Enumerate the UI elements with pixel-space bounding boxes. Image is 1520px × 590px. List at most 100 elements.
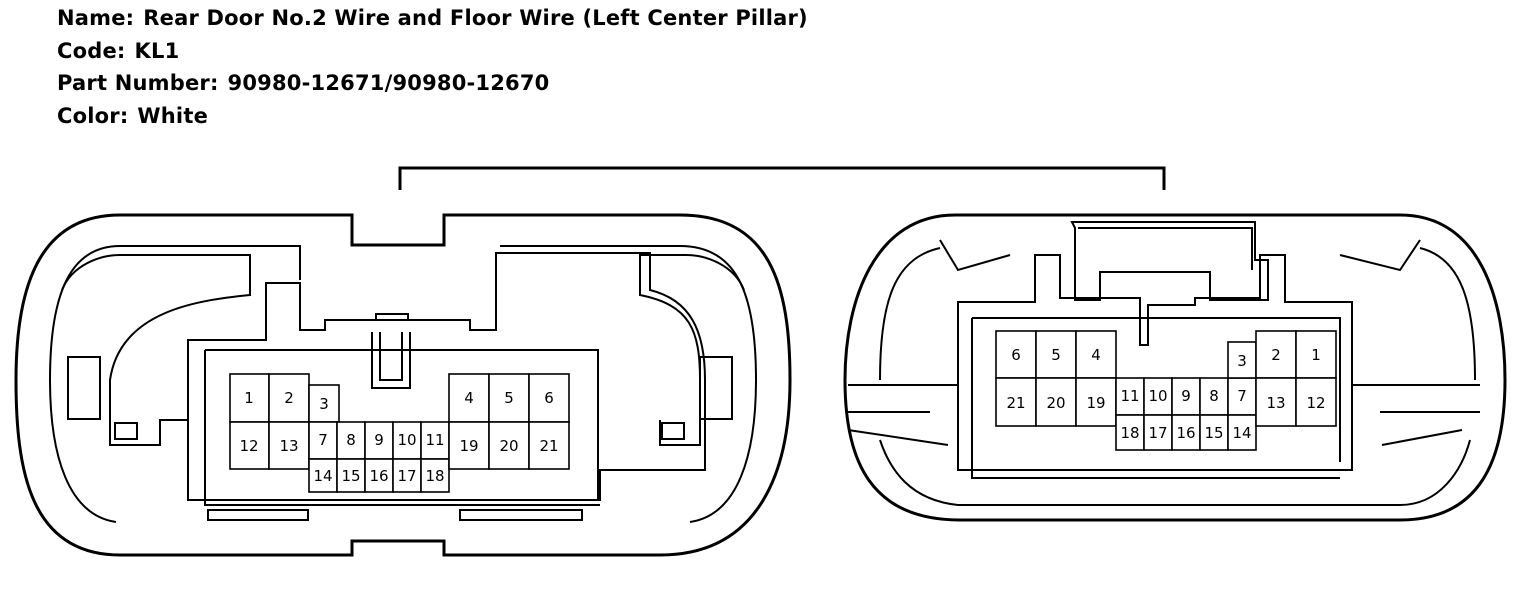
right-rails — [847, 384, 1480, 446]
left-pin-cell-6 — [528, 373, 570, 423]
left-pin-7: 7 — [318, 431, 328, 449]
right-inner-lines — [879, 247, 1476, 506]
right-housing-frame — [957, 254, 1353, 471]
color-label: Color: — [57, 103, 129, 128]
left-housing-frame — [187, 252, 706, 501]
mating-bracket — [398, 166, 1166, 190]
right-pin-10: 10 — [1148, 387, 1167, 405]
left-pin-8: 8 — [346, 431, 356, 449]
right-pin-cell-11 — [1115, 377, 1145, 416]
right-pin-cell-21 — [995, 377, 1037, 427]
connector-info: Name: Rear Door No.2 Wire and Floor Wire … — [57, 2, 808, 132]
right-pin-2: 2 — [1271, 346, 1281, 364]
right-top-latch — [1070, 221, 1269, 301]
right-pin-18: 18 — [1120, 424, 1139, 442]
part-number-row: Part Number: 90980-12671/90980-12670 — [57, 67, 808, 100]
part-number-value: 90980-12671/90980-12670 — [227, 71, 550, 95]
right-pin-8: 8 — [1209, 387, 1219, 405]
left-pins — [229, 373, 570, 493]
left-pin-4: 4 — [464, 389, 474, 407]
left-pin-cell-18 — [420, 458, 450, 493]
left-inner-lines — [48, 245, 758, 523]
left-pin-3: 3 — [319, 395, 329, 413]
left-pin-6: 6 — [544, 389, 554, 407]
left-pin-20: 20 — [499, 437, 518, 455]
right-pin-9: 9 — [1181, 387, 1191, 405]
left-pin-13: 13 — [279, 437, 298, 455]
code-label: Code: — [57, 38, 126, 63]
left-pin-9: 9 — [374, 431, 384, 449]
right-pin-cell-9 — [1171, 377, 1201, 416]
left-pin-19: 19 — [459, 437, 478, 455]
left-pin-cell-20 — [488, 421, 530, 470]
right-pins — [995, 330, 1337, 451]
color-value: White — [137, 103, 209, 128]
left-side-slot-r — [699, 356, 733, 420]
left-lock-bar-r — [459, 509, 583, 521]
right-pin-16: 16 — [1176, 424, 1195, 442]
left-lock-bar-l — [207, 509, 309, 521]
right-pin-14: 14 — [1232, 424, 1251, 442]
left-pin-17: 17 — [397, 467, 416, 485]
left-small-slot-l — [114, 422, 138, 440]
left-connector-outline — [14, 213, 792, 557]
left-pin-cell-13 — [268, 421, 310, 470]
right-pin-cell-13 — [1255, 377, 1297, 427]
right-pin-4: 4 — [1091, 346, 1101, 364]
left-pin-12: 12 — [239, 437, 258, 455]
left-small-slot-r — [661, 422, 685, 440]
right-pin-13: 13 — [1266, 394, 1285, 412]
left-pin-area — [204, 349, 600, 506]
right-pin-7: 7 — [1237, 387, 1247, 405]
left-guide-left — [61, 254, 251, 446]
code-value: KL1 — [134, 38, 180, 63]
left-pin-cell-12 — [229, 421, 270, 470]
left-pin-cell-21 — [528, 421, 570, 470]
left-pin-21: 21 — [539, 437, 558, 455]
name-row: Name: Rear Door No.2 Wire and Floor Wire … — [57, 2, 808, 35]
right-pin-3: 3 — [1237, 352, 1247, 370]
left-side-slot-l — [67, 356, 101, 420]
right-pin-cell-2 — [1255, 330, 1297, 379]
right-pin-cell-12 — [1295, 377, 1337, 427]
part-number-label: Part Number: — [57, 71, 219, 95]
right-pin-5: 5 — [1051, 346, 1061, 364]
left-pin-2: 2 — [284, 389, 294, 407]
left-pin-cell-11 — [420, 421, 450, 460]
right-pin-1: 1 — [1311, 346, 1321, 364]
left-guide-right — [639, 254, 745, 446]
left-pin-18: 18 — [425, 467, 444, 485]
right-pin-6: 6 — [1011, 346, 1021, 364]
right-connector-outline — [843, 213, 1507, 522]
color-row: Color: White — [57, 100, 808, 133]
left-pin-labels: 1 2 3 4 5 6 7 8 9 10 11 12 13 14 15 16 1… — [239, 389, 558, 485]
right-pin-cell-17 — [1143, 414, 1173, 451]
right-slots — [939, 239, 1421, 272]
right-pin-21: 21 — [1006, 394, 1025, 412]
right-pin-12: 12 — [1306, 394, 1325, 412]
right-pin-cell-20 — [1035, 377, 1077, 427]
left-pin-cell-16 — [364, 458, 394, 493]
left-pin-cell-2 — [268, 373, 310, 423]
name-value: Rear Door No.2 Wire and Floor Wire (Left… — [143, 6, 808, 30]
left-pin-10: 10 — [397, 431, 416, 449]
left-pin-16: 16 — [369, 467, 388, 485]
right-pin-cell-8 — [1199, 377, 1229, 416]
right-pin-20: 20 — [1046, 394, 1065, 412]
right-pin-15: 15 — [1204, 424, 1223, 442]
right-pin-cell-14 — [1227, 414, 1257, 451]
right-pin-17: 17 — [1148, 424, 1167, 442]
code-row: Code: KL1 — [57, 35, 808, 68]
right-pin-cell-16 — [1171, 414, 1201, 451]
left-pin-cell-14 — [308, 458, 338, 493]
left-pin-1: 1 — [244, 389, 254, 407]
right-pin-19: 19 — [1086, 394, 1105, 412]
name-label: Name: — [57, 6, 135, 30]
right-connector — [843, 213, 1507, 522]
right-pin-labels: 1 2 3 4 5 6 7 8 9 10 11 12 13 14 15 16 1… — [1006, 346, 1325, 442]
left-pin-5: 5 — [504, 389, 514, 407]
left-connector — [14, 213, 792, 557]
left-pin-cell-19 — [448, 421, 490, 470]
right-pin-area — [971, 317, 1341, 479]
right-pin-11: 11 — [1120, 387, 1139, 405]
